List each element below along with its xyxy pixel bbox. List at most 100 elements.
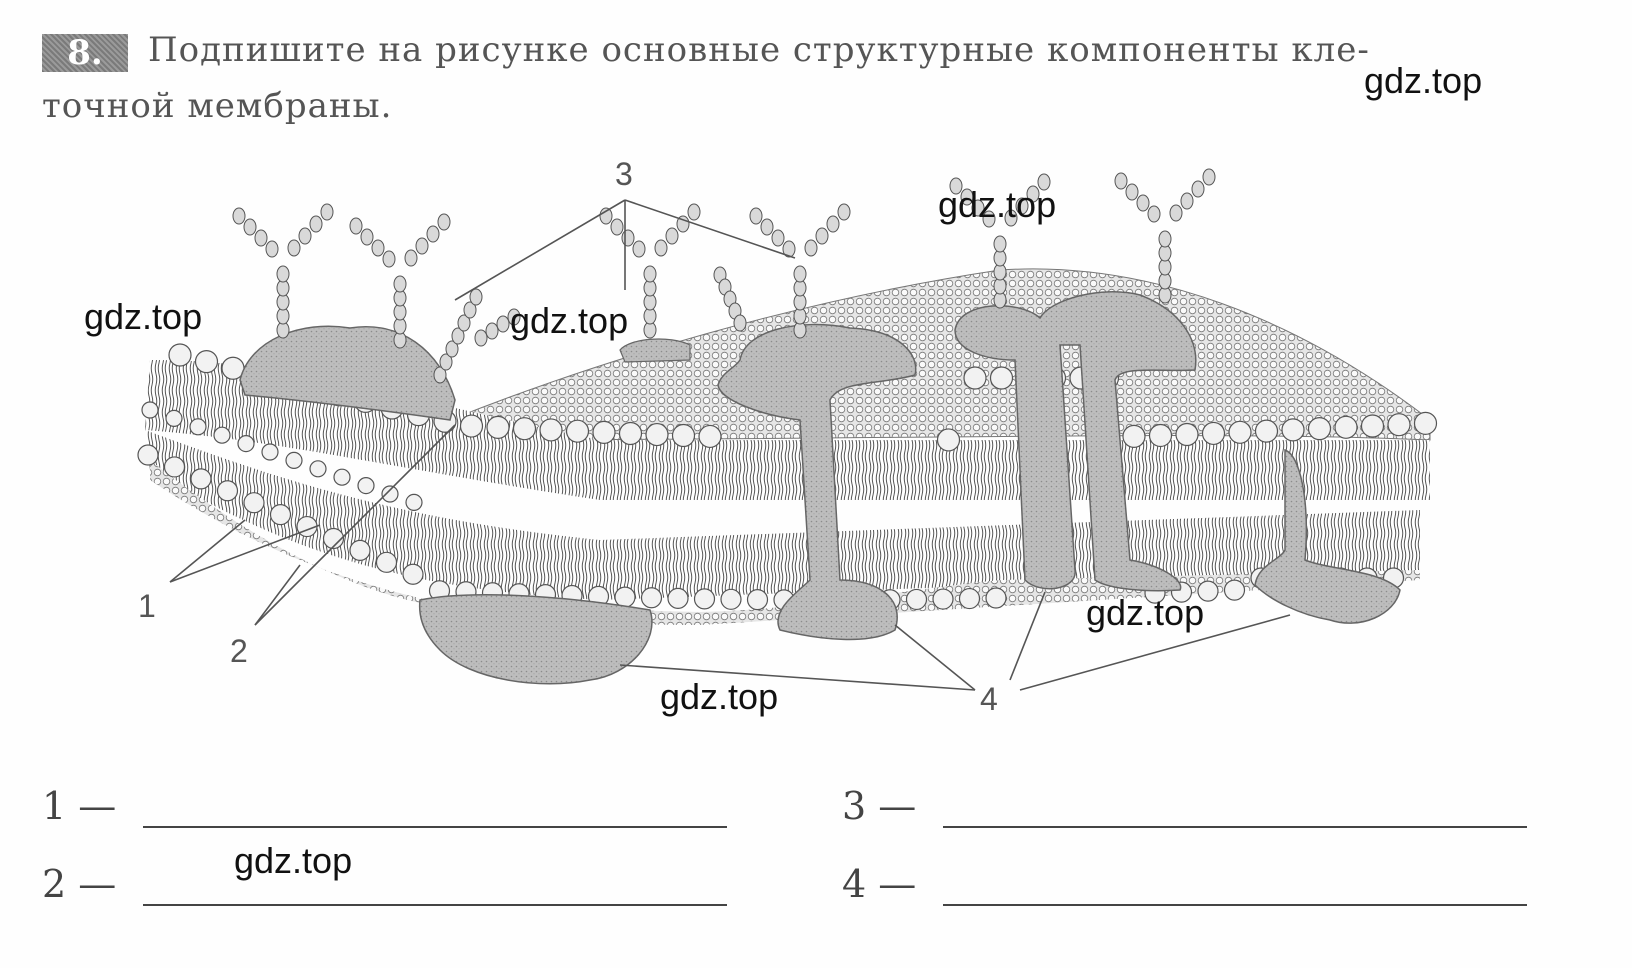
phospholipid-head [269, 504, 292, 526]
phospholipid-head [592, 420, 616, 444]
sugar-unit [474, 329, 488, 347]
phospholipid-head [985, 587, 1007, 609]
sugar-unit [782, 240, 796, 258]
integral-protein-2 [954, 291, 1197, 592]
phospholipid-head [165, 409, 183, 427]
sugar-unit [393, 275, 407, 293]
sugar-unit [771, 229, 785, 247]
sugar-unit [949, 177, 963, 195]
callout-3: 3 [615, 156, 633, 192]
watermark: gdz.top [660, 676, 779, 717]
sugar-unit [437, 213, 451, 231]
answer-label-2: 2 — [42, 862, 117, 906]
phospholipid-head [381, 485, 399, 503]
phospholipid-head [671, 423, 696, 448]
phospholipid-head [141, 401, 159, 419]
phospholipid-head [1175, 422, 1199, 447]
sugar-unit [971, 199, 985, 217]
phospholipid-head [720, 588, 742, 610]
sugar-unit [309, 215, 323, 233]
sugar-unit [469, 288, 483, 306]
membrane-top-surface [449, 268, 1431, 441]
sugar-unit [993, 235, 1007, 253]
phospholipid-head [243, 492, 265, 514]
sugar-unit [1026, 185, 1040, 203]
sugar-unit [632, 240, 646, 258]
watermark: gdz.top [234, 840, 353, 881]
sugar-unit [1136, 194, 1150, 212]
sugar-unit [254, 229, 268, 247]
answer-line-4[interactable] [943, 904, 1527, 906]
phospholipid-head [190, 468, 212, 490]
sugar-unit [287, 239, 301, 257]
phospholipid-head [936, 428, 961, 452]
phospholipid-head [402, 563, 424, 585]
sugar-unit [445, 340, 459, 358]
sugar-unit [360, 228, 374, 246]
watermark: gdz.top [938, 184, 1057, 225]
phospholipid-head [539, 418, 563, 442]
sugar-unit [1191, 180, 1205, 198]
sugar-unit [1125, 183, 1139, 201]
callout-4: 4 [980, 681, 998, 717]
sugar-unit [496, 315, 510, 333]
answer-line-3[interactable] [943, 826, 1527, 828]
sugar-unit [749, 207, 763, 225]
watermark: gdz.top [510, 300, 629, 341]
phospholipid-head [486, 415, 510, 439]
sugar-unit [610, 218, 624, 236]
sugar-unit [243, 218, 257, 236]
sugar-unit [439, 353, 453, 371]
sugar-unit [451, 327, 465, 345]
sugar-unit [804, 239, 818, 257]
phospholipid-head [309, 460, 327, 478]
phospholipid-head [137, 444, 159, 466]
phospholipid-head [375, 551, 398, 573]
phospholipid-head [405, 493, 423, 511]
sugar-unit [457, 314, 471, 332]
phospholipid-head [746, 589, 769, 611]
sugar-unit [1202, 168, 1216, 186]
callout-2: 2 [230, 633, 248, 669]
watermark: gdz.top [1086, 592, 1205, 633]
sugar-unit [654, 239, 668, 257]
phospholipid-head [1197, 580, 1219, 602]
sugar-unit [837, 203, 851, 221]
sugar-unit [276, 265, 290, 283]
phospholipid-head [285, 451, 303, 469]
task-prompt-line-1: Подпишите на рисунке основные структурны… [148, 30, 1370, 70]
sugar-unit [433, 366, 447, 384]
sugar-unit [621, 229, 635, 247]
phospholipid-head [216, 480, 239, 502]
sugar-unit [415, 237, 429, 255]
sugar-unit [371, 239, 385, 257]
phospholipid-head [213, 426, 231, 444]
phospholipid-head [1413, 411, 1438, 435]
phospholipid-head [1122, 424, 1146, 448]
phospholipid-head [989, 366, 1014, 390]
answer-label-1: 1 — [42, 784, 117, 828]
sugar-unit [599, 207, 613, 225]
phospholipid-head [237, 435, 255, 453]
sugar-unit [507, 308, 521, 326]
phospholipid-head [614, 586, 636, 608]
phospholipid-head [565, 419, 590, 443]
watermark: gdz.top [1364, 60, 1483, 101]
sugar-unit [760, 218, 774, 236]
sugar-unit [1180, 192, 1194, 210]
phospholipid-head [512, 417, 537, 441]
phospholipid-head [667, 587, 689, 609]
phospholipid-head [1254, 419, 1279, 443]
watermark: gdz.top [84, 296, 203, 337]
peripheral-protein-bottom [418, 594, 653, 685]
sugar-unit [793, 265, 807, 283]
answer-line-1[interactable] [143, 826, 727, 828]
sugar-unit [320, 203, 334, 221]
sugar-unit [826, 215, 840, 233]
sugar-unit [815, 227, 829, 245]
answer-line-2[interactable] [143, 904, 727, 906]
phospholipid-head [459, 414, 484, 438]
sugar-unit [1004, 209, 1018, 227]
sugar-unit [485, 322, 499, 340]
